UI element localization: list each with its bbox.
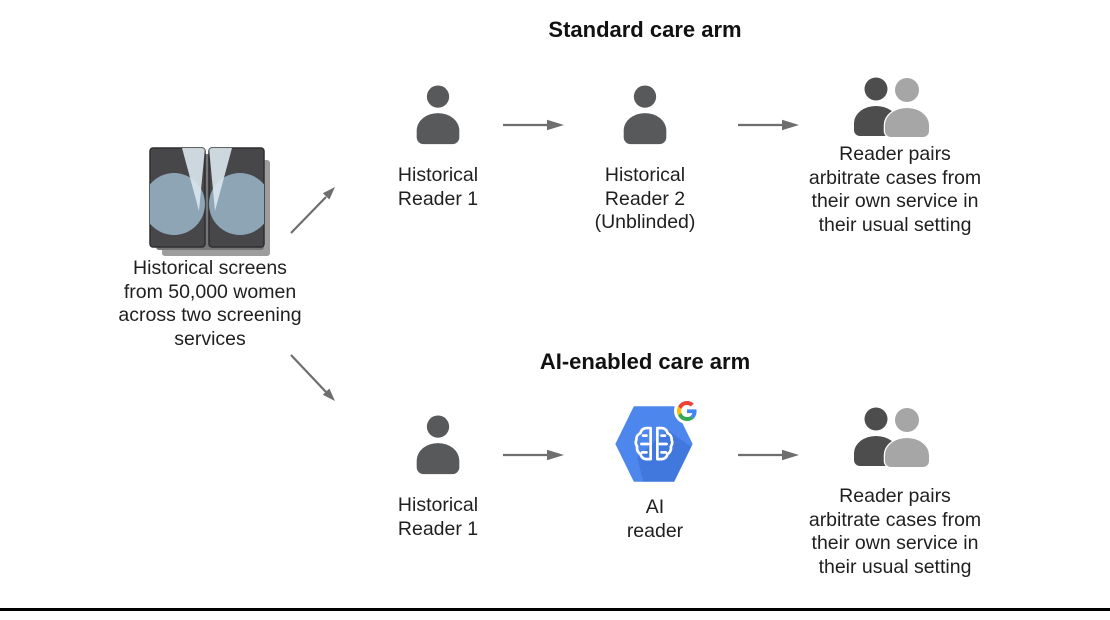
flow-arrow-to-ai-arm <box>290 354 335 401</box>
standard-reader1-label: Historical Reader 1 <box>397 164 479 210</box>
flow-arrow <box>738 449 799 461</box>
flow-arrow <box>503 449 564 461</box>
ai-reader1-label: Historical Reader 1 <box>397 494 479 540</box>
standard-outcome-label: Reader pairs arbitrate cases from their … <box>808 143 982 236</box>
reader-pair-icon <box>854 406 931 469</box>
person-icon <box>623 85 667 145</box>
reader-pair-icon <box>854 76 931 139</box>
person-icon <box>416 415 460 475</box>
source-caption: Historical screens from 50,000 women acr… <box>118 257 302 350</box>
ai-outcome-label: Reader pairs arbitrate cases from their … <box>808 485 982 578</box>
standard-reader2-label: Historical Reader 2 (Unblinded) <box>594 164 696 233</box>
ai-arm-title: AI-enabled care arm <box>539 349 751 374</box>
flow-arrow <box>738 119 799 131</box>
flow-arrow-to-standard-arm <box>290 187 335 234</box>
person-icon <box>416 85 460 145</box>
bottom-border-line <box>0 608 1110 611</box>
mammogram-films-icon <box>149 147 270 256</box>
ai-reader-label: AI reader <box>626 496 684 542</box>
ai-brain-hexagon-icon <box>615 406 693 482</box>
google-g-icon <box>674 398 700 424</box>
flow-arrow <box>503 119 564 131</box>
standard-arm-title: Standard care arm <box>548 17 742 42</box>
